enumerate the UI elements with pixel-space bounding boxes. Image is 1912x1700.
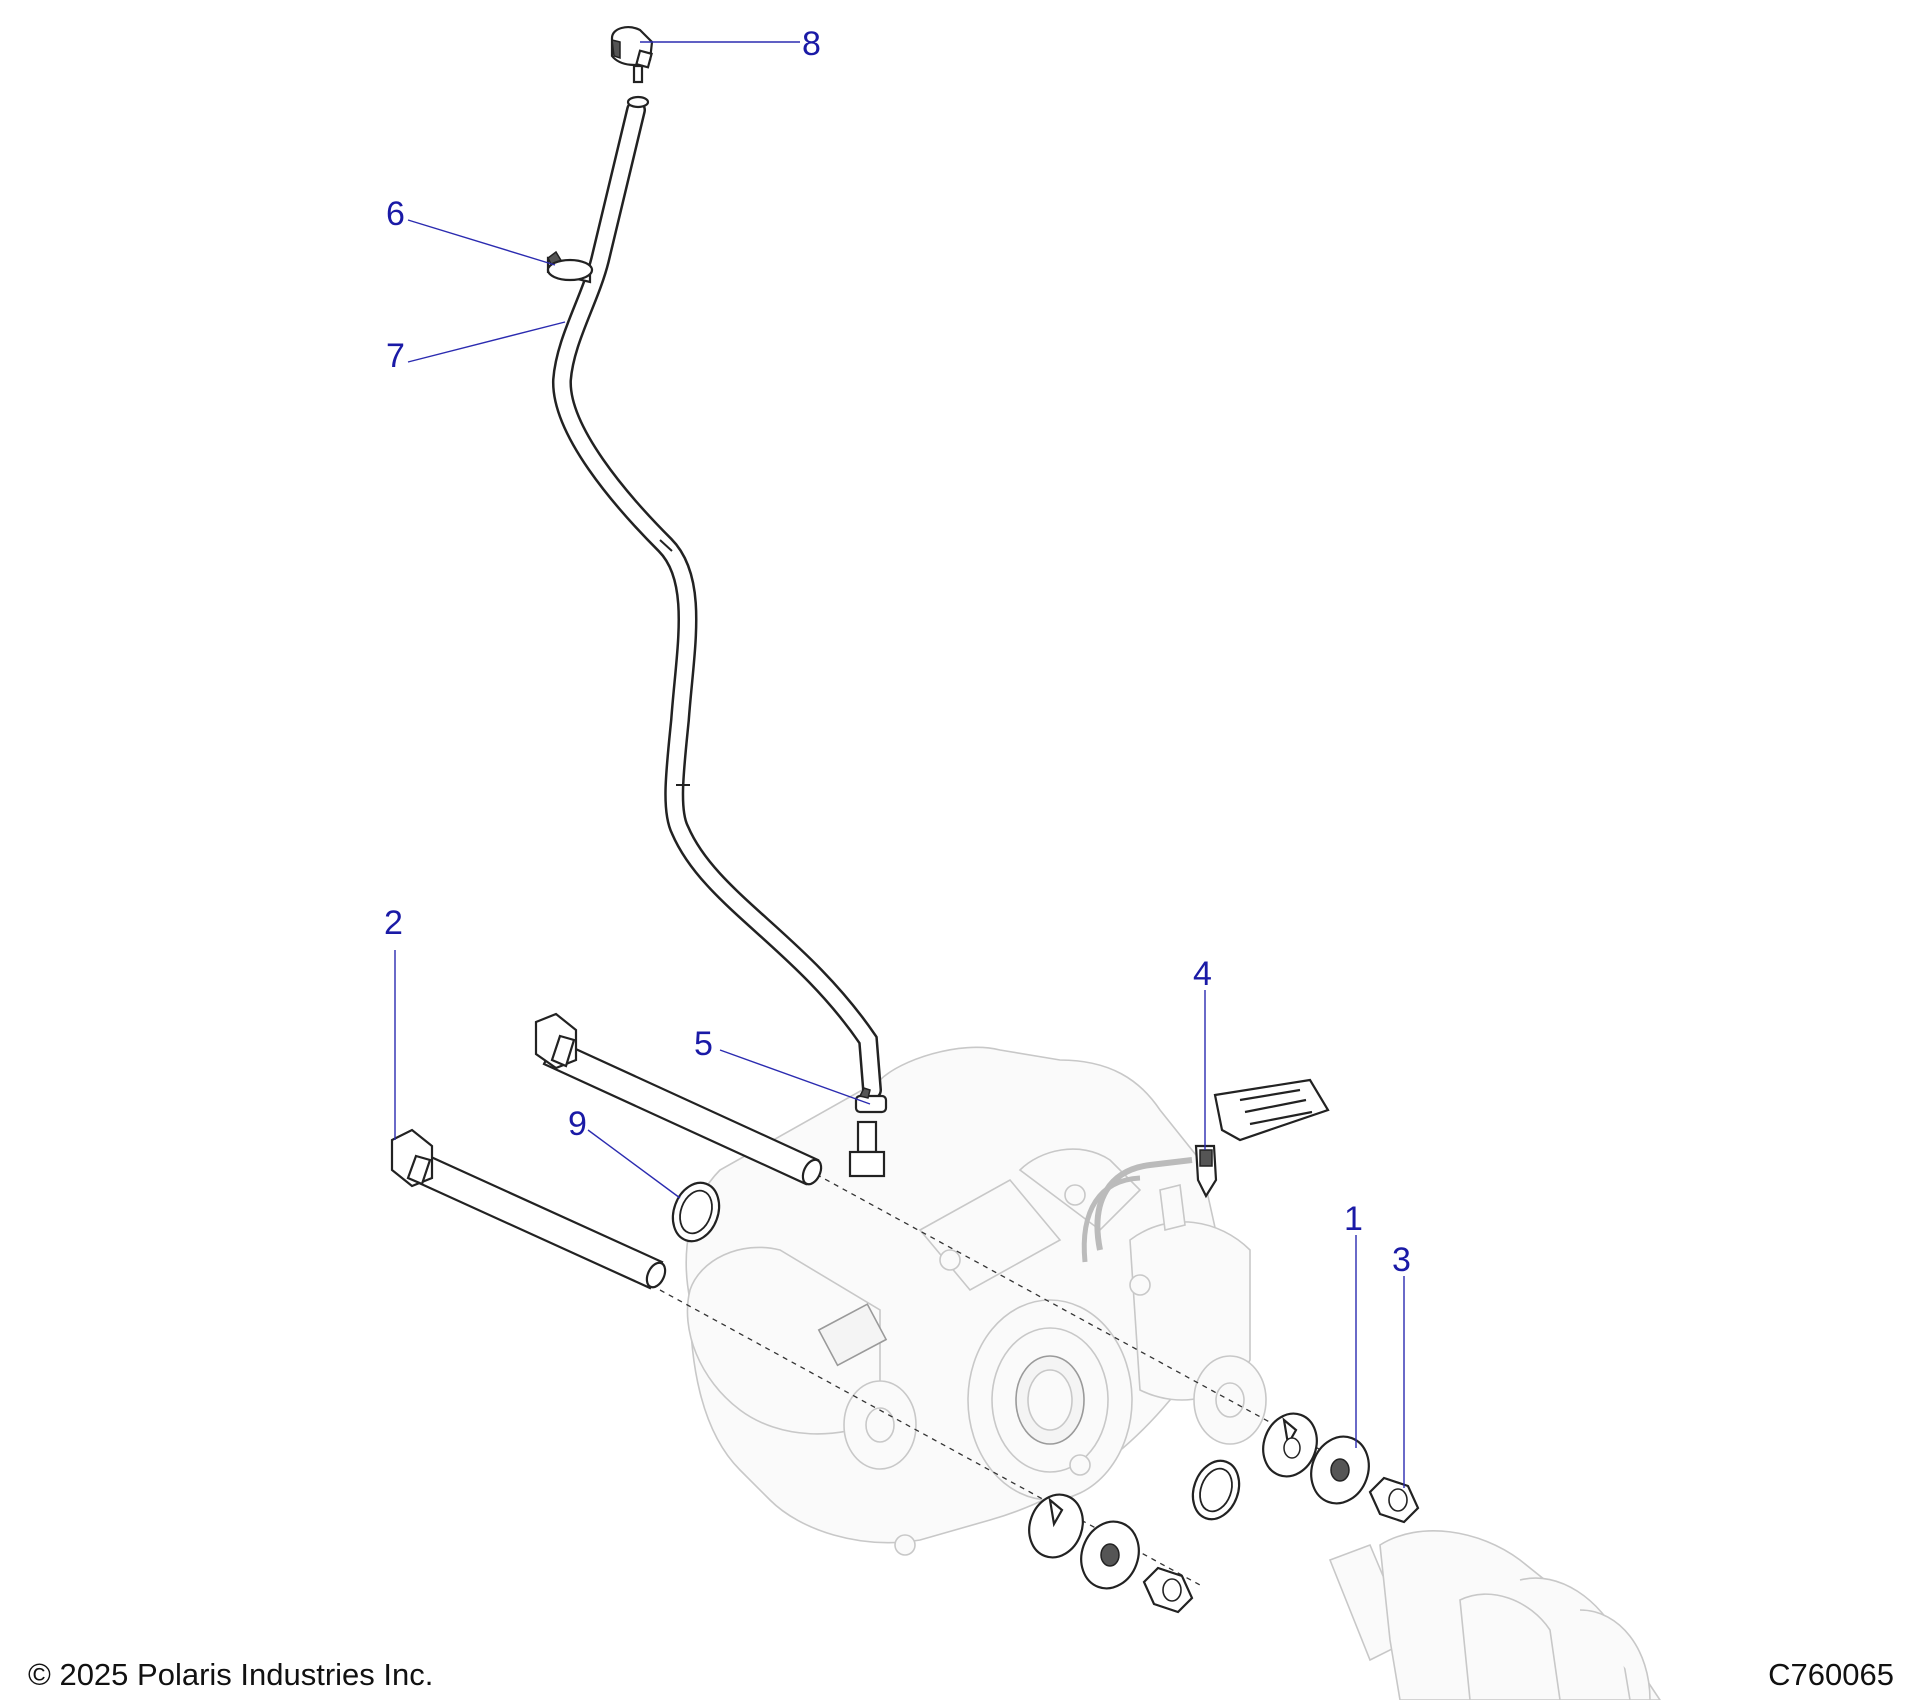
o-ring-lower <box>1191 1459 1241 1521</box>
callout-8: 8 <box>802 25 821 63</box>
vent-cap <box>610 26 654 84</box>
flange-nut-lower <box>1142 1566 1194 1614</box>
callout-1: 1 <box>1344 1200 1363 1238</box>
bushing-upper <box>1262 1412 1318 1478</box>
washer-lower <box>1080 1520 1140 1590</box>
o-ring-upper <box>671 1181 721 1243</box>
callout-7: 7 <box>386 337 405 375</box>
callout-2: 2 <box>384 904 403 942</box>
callout-6: 6 <box>386 195 405 233</box>
callout-4: 4 <box>1193 955 1212 993</box>
bushing-lower <box>1028 1493 1084 1559</box>
upper-bolt <box>534 1012 823 1186</box>
copyright-notice: © 2025 Polaris Industries Inc. <box>28 1657 434 1692</box>
callout-5: 5 <box>694 1025 713 1063</box>
callout-3: 3 <box>1392 1241 1411 1279</box>
drawing-id: C760065 <box>1768 1657 1894 1692</box>
differential-housing <box>685 1046 1267 1556</box>
wiring-harness <box>1081 1078 1330 1263</box>
hose-clamp-lower <box>854 1087 888 1114</box>
long-bolt <box>390 1128 667 1290</box>
callout-labels: 8 6 7 2 5 9 4 1 3 <box>384 25 1411 1279</box>
washer <box>1310 1435 1370 1505</box>
hose-clamp-upper <box>546 250 594 284</box>
callout-9: 9 <box>568 1105 587 1143</box>
leader-lines <box>394 41 1405 1488</box>
drive-shaft-cv-joint <box>1328 1530 1661 1700</box>
vent-hose <box>552 95 882 1100</box>
breather-fitting <box>848 1120 886 1178</box>
flange-nut <box>1368 1476 1420 1524</box>
